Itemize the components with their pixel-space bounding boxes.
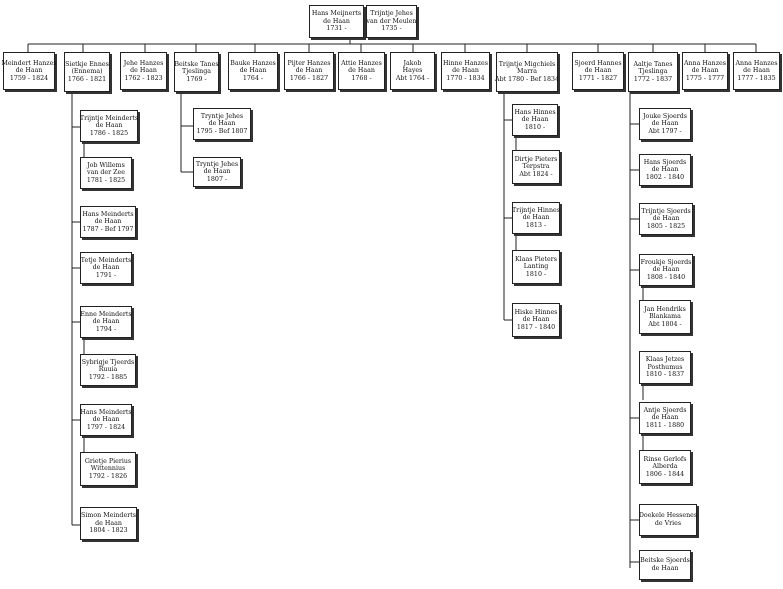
person-dates: 1731 - [326, 25, 347, 33]
person-surname: de Haan [323, 17, 350, 25]
person-box-hans-meijnerts: Hans Meijnerts de Haan 1731 - [309, 5, 364, 38]
person-box-trijntje-jehes: Trijntje Jehes van der Meulen 1735 - [366, 5, 417, 38]
person-dates: 1735 - [381, 25, 402, 33]
person-box-sietkje-ennes: Sietkje Ennes(Ennema)1766 - 1821 [64, 52, 110, 92]
person-name: Hans Meijnerts [311, 10, 362, 18]
person-name: Trijntje Jehes [370, 10, 413, 18]
person-surname: van der Meulen [366, 17, 417, 25]
